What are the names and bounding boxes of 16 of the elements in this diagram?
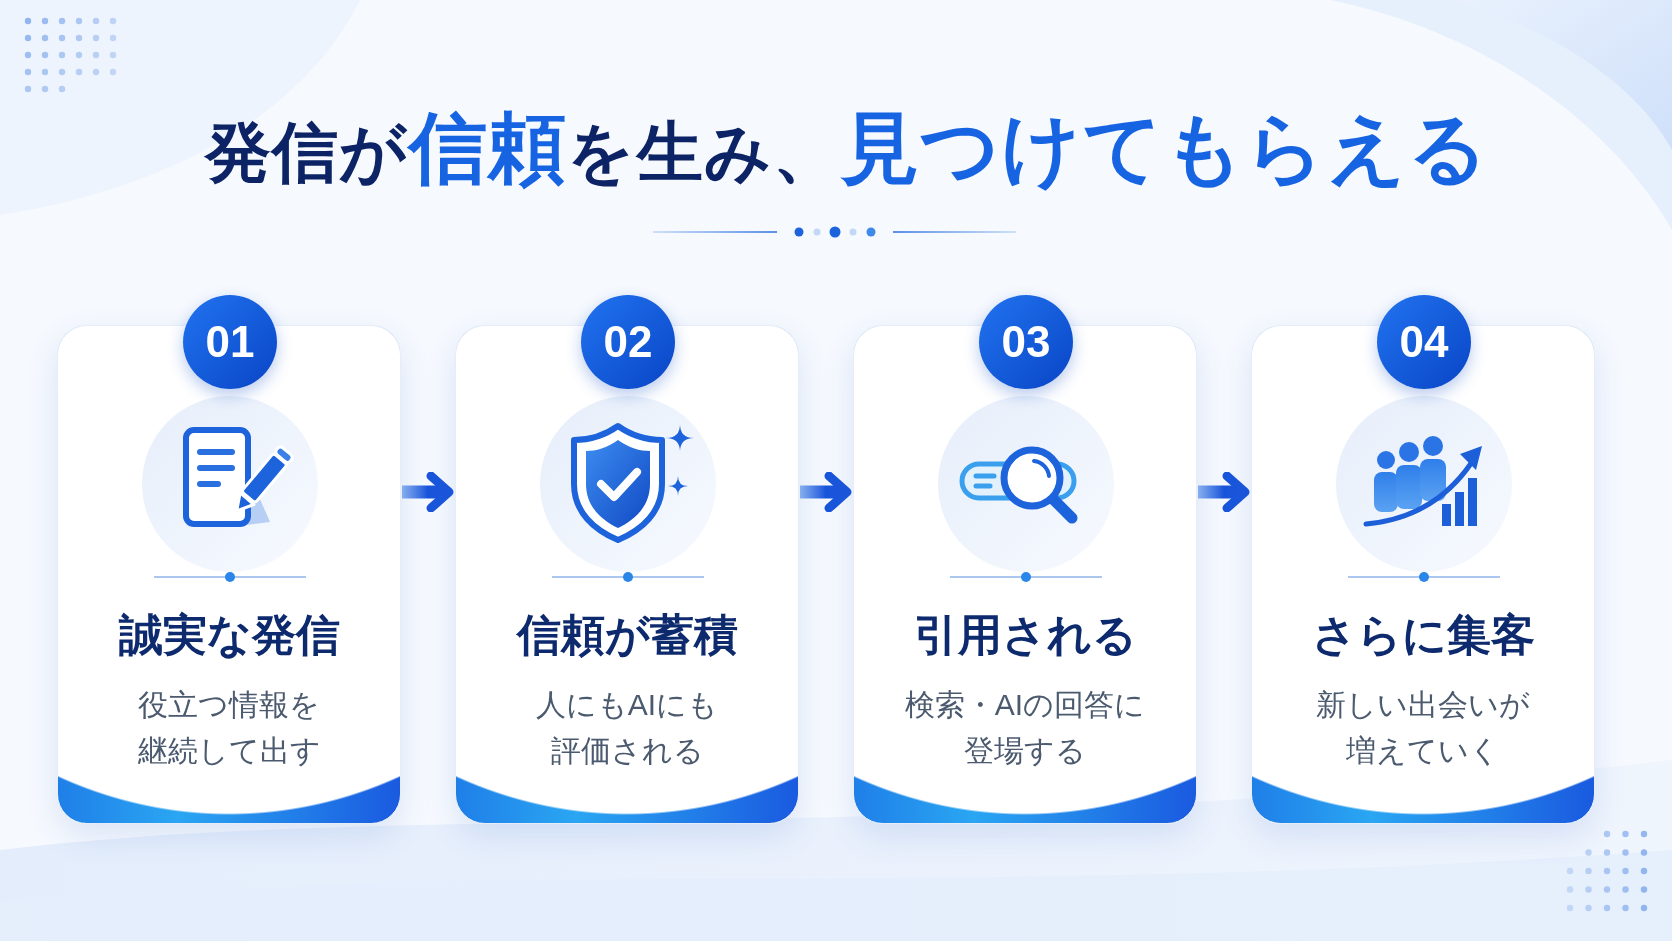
step-description: 役立つ情報を継続して出す	[136, 687, 322, 769]
step-card	[455, 325, 799, 824]
step-title: 誠実な発信	[118, 609, 340, 661]
title: 発信が信頼を生み、見つけてもらえる	[204, 103, 1490, 194]
step-description: 新しい出会いが増えていく	[1315, 687, 1531, 769]
arrow	[1198, 471, 1250, 513]
step-card	[57, 325, 401, 824]
step-card	[1251, 325, 1595, 824]
step-title: 引用される	[913, 609, 1137, 661]
step-description: 検索・AIの回答に登場する	[903, 687, 1147, 769]
step-title: さらに集客	[1311, 609, 1535, 661]
arrow	[402, 471, 454, 513]
step-card	[853, 325, 1197, 824]
step-description: 人にもAIにも評価される	[534, 687, 720, 769]
arrow	[800, 471, 852, 513]
step-title: 信頼が蓄積	[516, 609, 738, 661]
